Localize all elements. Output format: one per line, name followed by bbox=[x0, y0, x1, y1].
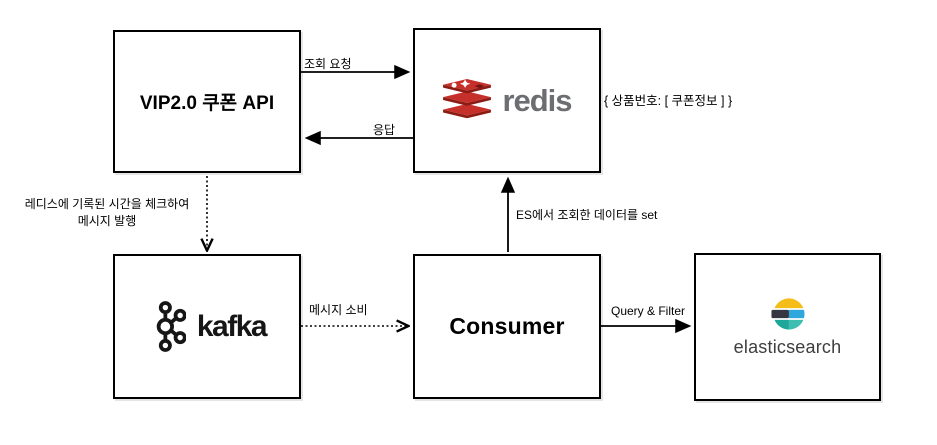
kafka-logo-icon bbox=[156, 301, 186, 352]
node-vip-api: VIP2.0 쿠폰 API bbox=[113, 30, 301, 173]
node-kafka: kafka bbox=[113, 254, 301, 399]
node-elasticsearch: elasticsearch bbox=[694, 253, 881, 401]
edge-label-query-filter: Query & Filter bbox=[611, 304, 686, 318]
publish-note-line1: 레디스에 기록된 시간을 체크하여 bbox=[24, 197, 190, 211]
elasticsearch-wordmark: elasticsearch bbox=[733, 336, 842, 357]
redis-wordmark: redis bbox=[502, 82, 572, 118]
node-redis: redis bbox=[413, 28, 601, 173]
redis-logo-icon bbox=[443, 78, 492, 118]
edge-label-set-data: ES에서 조회한 데이터를 set bbox=[516, 208, 658, 222]
edge-label-consume-message: 메시지 소비 bbox=[309, 303, 368, 317]
edge-label-publish-message: 레디스에 기록된 시간을 체크하여 메시지 발행 bbox=[8, 196, 206, 230]
vip-api-label: VIP2.0 쿠폰 API bbox=[139, 93, 275, 114]
node-consumer: Consumer bbox=[413, 254, 601, 399]
kafka-wordmark: kafka bbox=[196, 309, 268, 343]
edge-label-lookup-request: 조회 요청 bbox=[304, 57, 352, 71]
redis-value-format-annotation: { 상품번호: [ 쿠폰정보 ] } bbox=[604, 94, 733, 108]
consumer-label: Consumer bbox=[449, 313, 565, 339]
elasticsearch-logo-icon bbox=[770, 297, 805, 330]
edge-label-response: 응답 bbox=[373, 123, 396, 137]
publish-note-line2: 메시지 발행 bbox=[77, 214, 137, 228]
